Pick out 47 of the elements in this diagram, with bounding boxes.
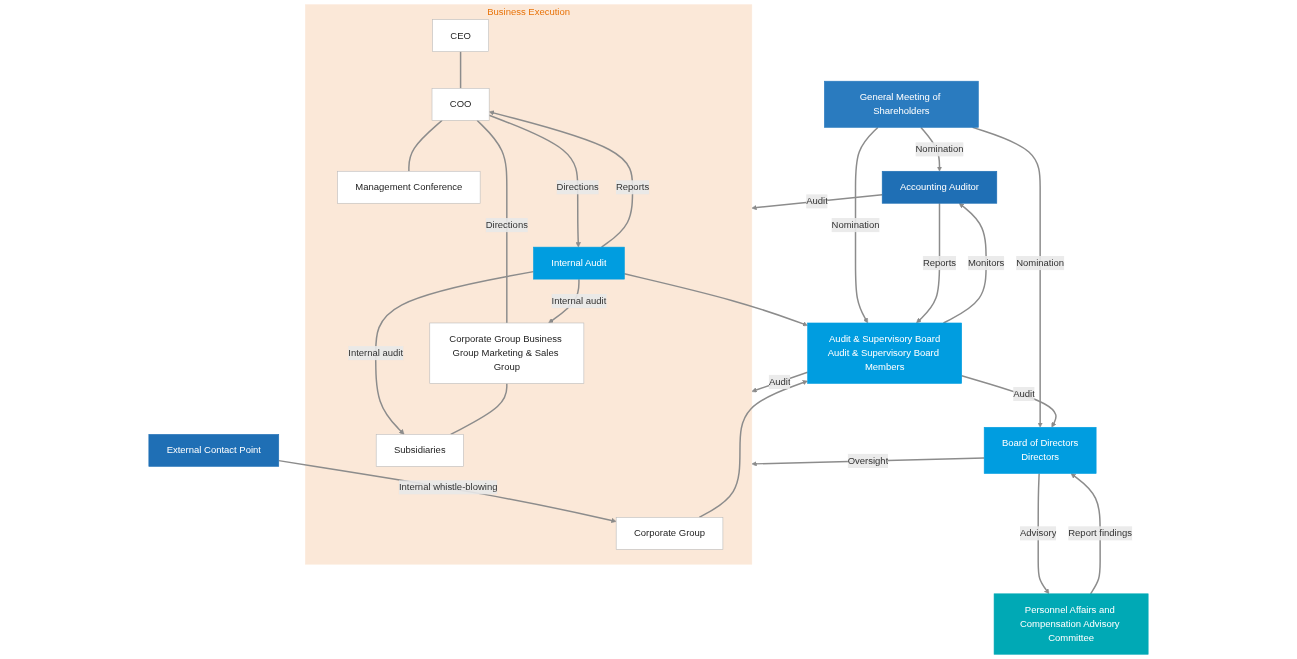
- node-box: CEO: [432, 19, 489, 52]
- node-box: Management Conference: [337, 170, 481, 204]
- node-box: Audit & Supervisory Board Audit & Supervisory Board Members: [807, 322, 962, 384]
- edge-label: Report findings: [1068, 528, 1133, 539]
- arrow: [488, 110, 634, 248]
- node-box: Corporate Group: [615, 517, 724, 550]
- edge-label: Directions: [556, 181, 599, 193]
- node-box: COO: [431, 88, 490, 121]
- edge-label: Nomination: [915, 144, 964, 155]
- node-box: Corporate Group Business Group Marketing & Sales Group: [429, 322, 585, 384]
- arrow: [1037, 472, 1050, 595]
- node-box: Accounting Auditor: [881, 170, 998, 204]
- connector: [449, 382, 508, 436]
- edge-label: Nomination: [1016, 257, 1065, 268]
- node-box: Internal Audit: [533, 246, 625, 280]
- arrow: [488, 114, 581, 248]
- edge-label: Monitors: [967, 257, 1005, 268]
- edge-label: Oversight: [847, 455, 889, 466]
- edge-label: Audit: [806, 196, 828, 207]
- arrow: [751, 371, 809, 393]
- arrow: [698, 380, 808, 519]
- edge-label: Internal whistle-blowing: [398, 482, 498, 493]
- edge-label: Reports: [615, 181, 650, 193]
- connector: [476, 119, 508, 324]
- node-box: General Meeting of Shareholders: [824, 80, 979, 128]
- arrow: [374, 270, 535, 435]
- arrow: [960, 375, 1057, 428]
- arrow: [623, 273, 808, 327]
- arrow: [854, 126, 879, 324]
- edge-label: Internal audit: [551, 295, 607, 306]
- node-box: Board of Directors Directors: [983, 427, 1097, 474]
- connector: [459, 50, 462, 90]
- edge-label: Audit: [1013, 388, 1035, 399]
- arrow: [278, 459, 617, 523]
- edge-label: Audit: [768, 376, 791, 387]
- node-box: Personnel Affairs and Compensation Advisory Committee: [993, 593, 1149, 655]
- node-box: External Contact Point: [148, 434, 280, 467]
- arrow: [1070, 473, 1101, 595]
- edge-label: Advisory: [1020, 528, 1057, 539]
- edge-label: Directions: [485, 219, 528, 230]
- connector: [408, 119, 443, 172]
- edge-label: Reports: [922, 257, 957, 268]
- edge-label: Nomination: [831, 219, 880, 230]
- arrow: [916, 202, 941, 324]
- arrow: [751, 194, 883, 211]
- edge-label: Internal audit: [348, 347, 404, 358]
- node-box: Subsidiaries: [375, 434, 464, 467]
